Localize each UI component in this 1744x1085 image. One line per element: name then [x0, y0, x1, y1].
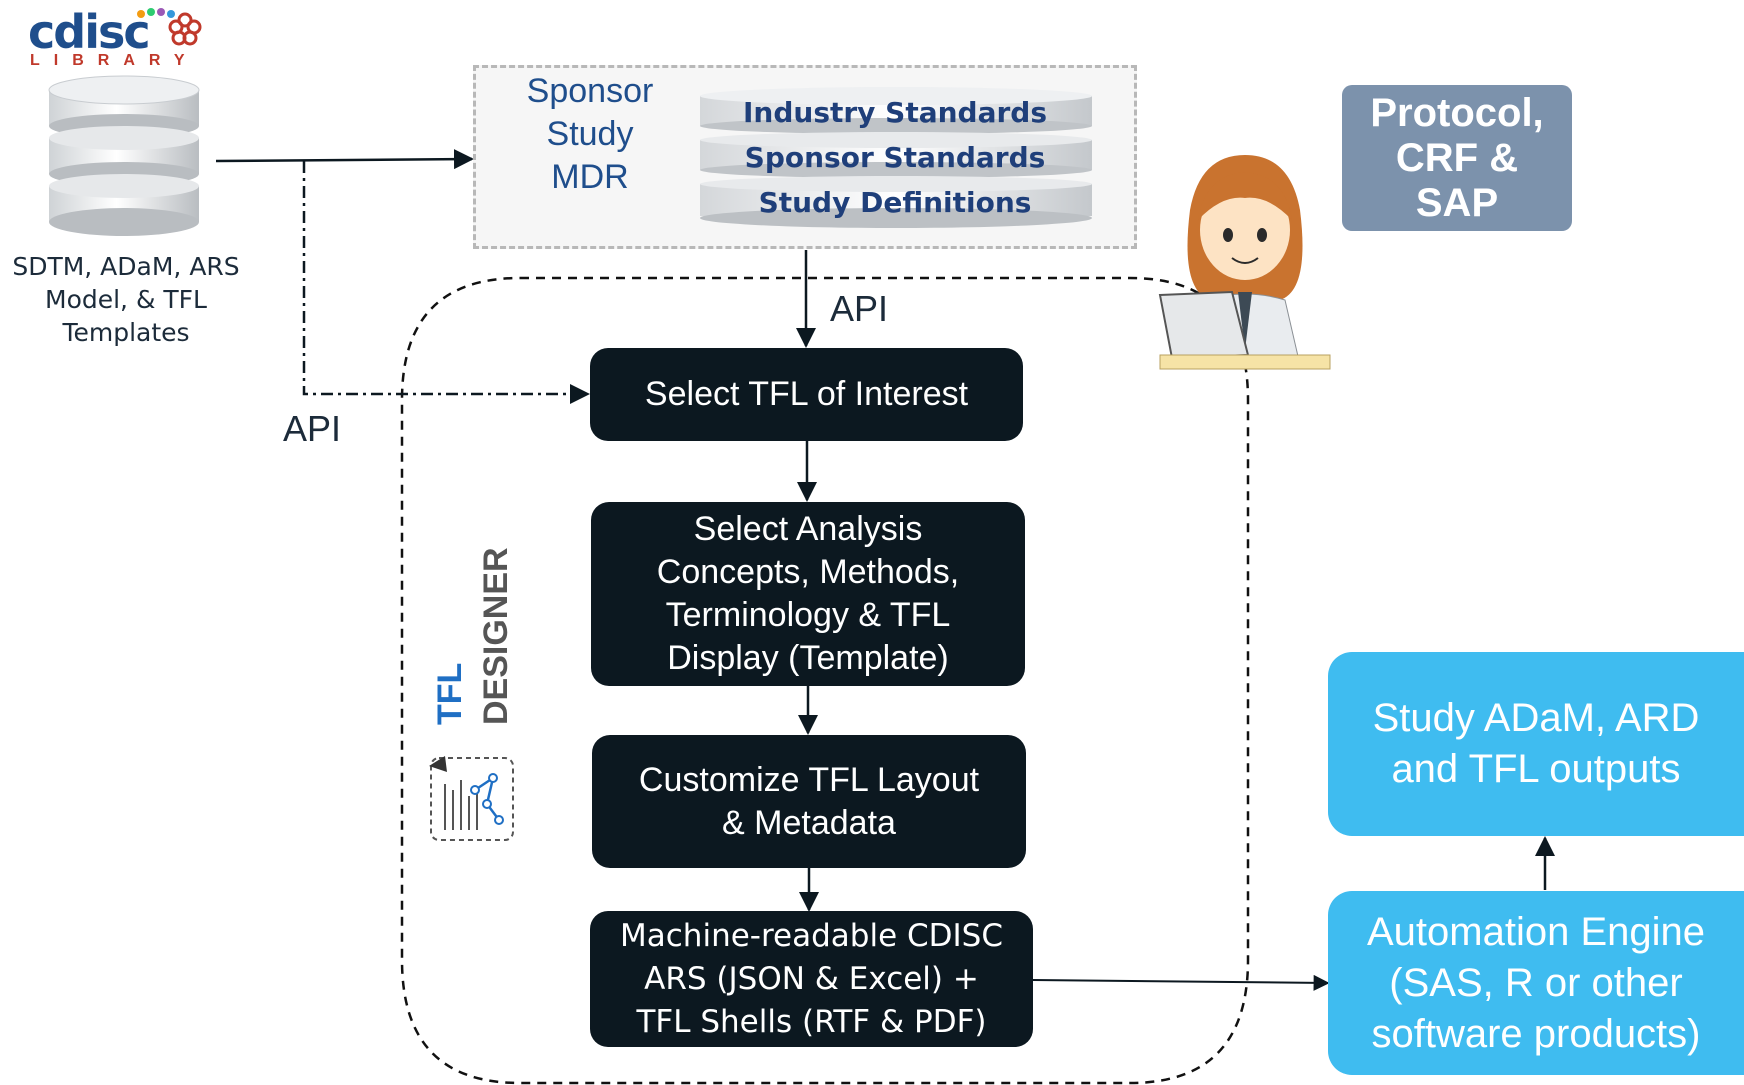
mdr-layer-study: Study Definitions: [758, 186, 1032, 219]
mdr-label-line: MDR: [551, 158, 629, 196]
step-line: Select TFL of Interest: [644, 375, 969, 413]
step-line: & Metadata: [722, 803, 896, 842]
mdr-layer-sponsor: Sponsor Standards: [744, 141, 1046, 174]
arrow-step4-to-engine: [1032, 974, 1330, 991]
user-laptop-icon: [1158, 155, 1331, 370]
protocol-crf-sap-box: Protocol, CRF & SAP: [1342, 85, 1572, 231]
step-line: Display (Template): [667, 639, 949, 677]
library-caption: SDTM, ADaM, ARS Model, & TFL Templates: [6, 250, 246, 349]
protocol-line: Protocol,: [1370, 90, 1544, 135]
library-caption-line: SDTM, ADaM, ARS: [12, 252, 240, 281]
step-select-tfl: Select TFL of Interest: [590, 348, 1023, 441]
step-line: Select Analysis: [693, 510, 923, 548]
tfl-designer-logo: TFL DESIGNER: [429, 547, 515, 841]
mdr-label-line: Sponsor: [526, 72, 654, 110]
library-caption-line: Model, & TFL: [45, 285, 207, 314]
protocol-line: CRF &: [1395, 135, 1519, 180]
arrow-library-to-mdr: [215, 149, 474, 170]
step-customize-layout: Customize TFL Layout & Metadata: [592, 735, 1026, 868]
mdr-layer-industry: Industry Standards: [742, 96, 1048, 129]
engine-line: software products): [1371, 1011, 1701, 1056]
mdr-label-line: Study: [546, 115, 634, 153]
outputs-line: and TFL outputs: [1391, 747, 1681, 791]
protocol-line: SAP: [1415, 180, 1499, 225]
step-line: Terminology & TFL: [665, 596, 951, 634]
step-line: Machine-readable CDISC: [620, 917, 1003, 954]
cdisc-logo-text: cdisc: [28, 5, 151, 59]
step-line: ARS (JSON & Excel) +: [644, 960, 979, 997]
study-outputs-box: Study ADaM, ARD and TFL outputs: [1328, 652, 1744, 836]
library-database-icon: [48, 75, 200, 236]
step-machine-readable: Machine-readable CDISC ARS (JSON & Excel…: [590, 911, 1033, 1047]
mdr-database-icon: [700, 87, 1092, 228]
api-label-left: API: [283, 408, 342, 449]
cdisc-flower-icon: [168, 12, 202, 46]
outputs-line: Study ADaM, ARD: [1372, 696, 1700, 740]
step-line: Customize TFL Layout: [638, 760, 980, 799]
sponsor-mdr-label: Sponsor Study MDR: [510, 70, 670, 199]
library-caption-line: Templates: [62, 318, 190, 347]
designer-logo-word: DESIGNER: [477, 547, 515, 725]
library-logo-text: LIBRARY: [30, 52, 199, 69]
tfl-logo-word: TFL: [431, 663, 469, 725]
engine-line: Automation Engine: [1366, 909, 1705, 954]
logo-dots-icon: [137, 8, 175, 18]
engine-line: (SAS, R or other: [1389, 960, 1683, 1005]
step-line: Concepts, Methods,: [656, 553, 960, 591]
step-select-analysis: Select Analysis Concepts, Methods, Termi…: [591, 502, 1025, 686]
api-label-top: API: [830, 288, 889, 329]
automation-engine-box: Automation Engine (SAS, R or other softw…: [1328, 891, 1744, 1075]
step-line: TFL Shells (RTF & PDF): [636, 1003, 987, 1040]
